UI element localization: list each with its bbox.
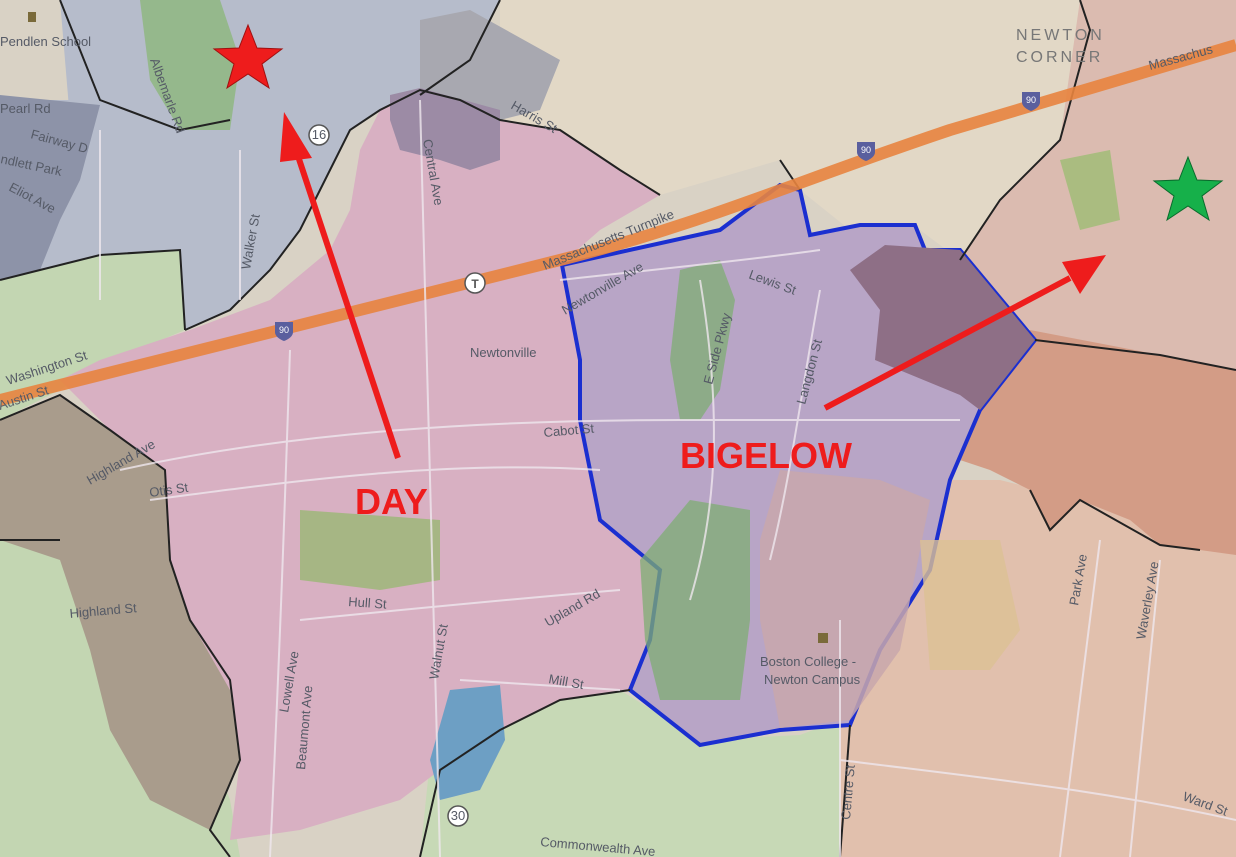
dark-blue-zone [0, 95, 100, 280]
pendlen-school-icon [28, 12, 36, 22]
transit-icon-label: T [471, 277, 479, 291]
i90-label-c: 90 [1026, 95, 1036, 105]
hull-st-label: Hull St [348, 594, 388, 612]
pearl-rd-label: Pearl Rd [0, 101, 51, 116]
boston-college-label-line2: Newton Campus [764, 672, 861, 687]
mill-st-label: Mill St [547, 671, 585, 692]
route-30-shield: 30 [447, 805, 469, 827]
otis-st-label: Otis St [148, 480, 189, 500]
school-icon [818, 633, 828, 643]
transit-icon: T [464, 272, 486, 294]
i90-shield-c: 90 [1022, 92, 1040, 111]
i90-shield-a: 90 [275, 322, 293, 341]
pendlen-school-label: Pendlen School [0, 34, 91, 49]
green-park-1 [670, 260, 735, 420]
newtonville-label: Newtonville [470, 345, 536, 360]
day-arrow [280, 112, 401, 459]
gray-zone [420, 10, 560, 120]
centre-st-label: Centre St [838, 764, 858, 820]
i90-label-a: 90 [279, 325, 289, 335]
boston-college-label-line1: Boston College - [760, 654, 856, 669]
blue-zone [0, 0, 500, 330]
green-zone-southcenter [420, 690, 840, 857]
green-park-3 [300, 510, 440, 590]
newton-corner-label-line1: NEWTON [1016, 27, 1105, 44]
orange-zone [960, 330, 1236, 555]
tan-area [920, 540, 1020, 670]
boston-college-campus [760, 470, 930, 728]
day-label: DAY [355, 481, 428, 522]
red-star-icon [212, 23, 284, 90]
green-star-icon [1152, 155, 1224, 222]
newton-corner-label-line2: CORNER [1016, 49, 1103, 66]
purple-zone [390, 88, 500, 170]
green-park-5 [1060, 150, 1120, 230]
street-network [99, 99, 1236, 857]
cabot-st-label: Cabot St [543, 421, 595, 440]
route-16-label: 16 [312, 127, 326, 142]
green-zone-west [0, 250, 185, 420]
green-park-2 [640, 500, 750, 700]
bigelow-arrow [823, 255, 1106, 411]
i90-label-b: 90 [861, 145, 871, 155]
pond [430, 685, 505, 800]
bigelow-label: BIGELOW [680, 435, 852, 476]
beaumont-ave-label: Beaumont Ave [293, 685, 315, 770]
green-park-4 [140, 0, 240, 130]
massachusetts-turnpike-road [0, 39, 1236, 406]
highland-st-label: Highland St [69, 600, 138, 621]
route-30-label: 30 [451, 808, 465, 823]
route-16-shield: 16 [308, 124, 330, 146]
brown-zone [0, 395, 240, 830]
i90-shield-b: 90 [857, 142, 875, 161]
